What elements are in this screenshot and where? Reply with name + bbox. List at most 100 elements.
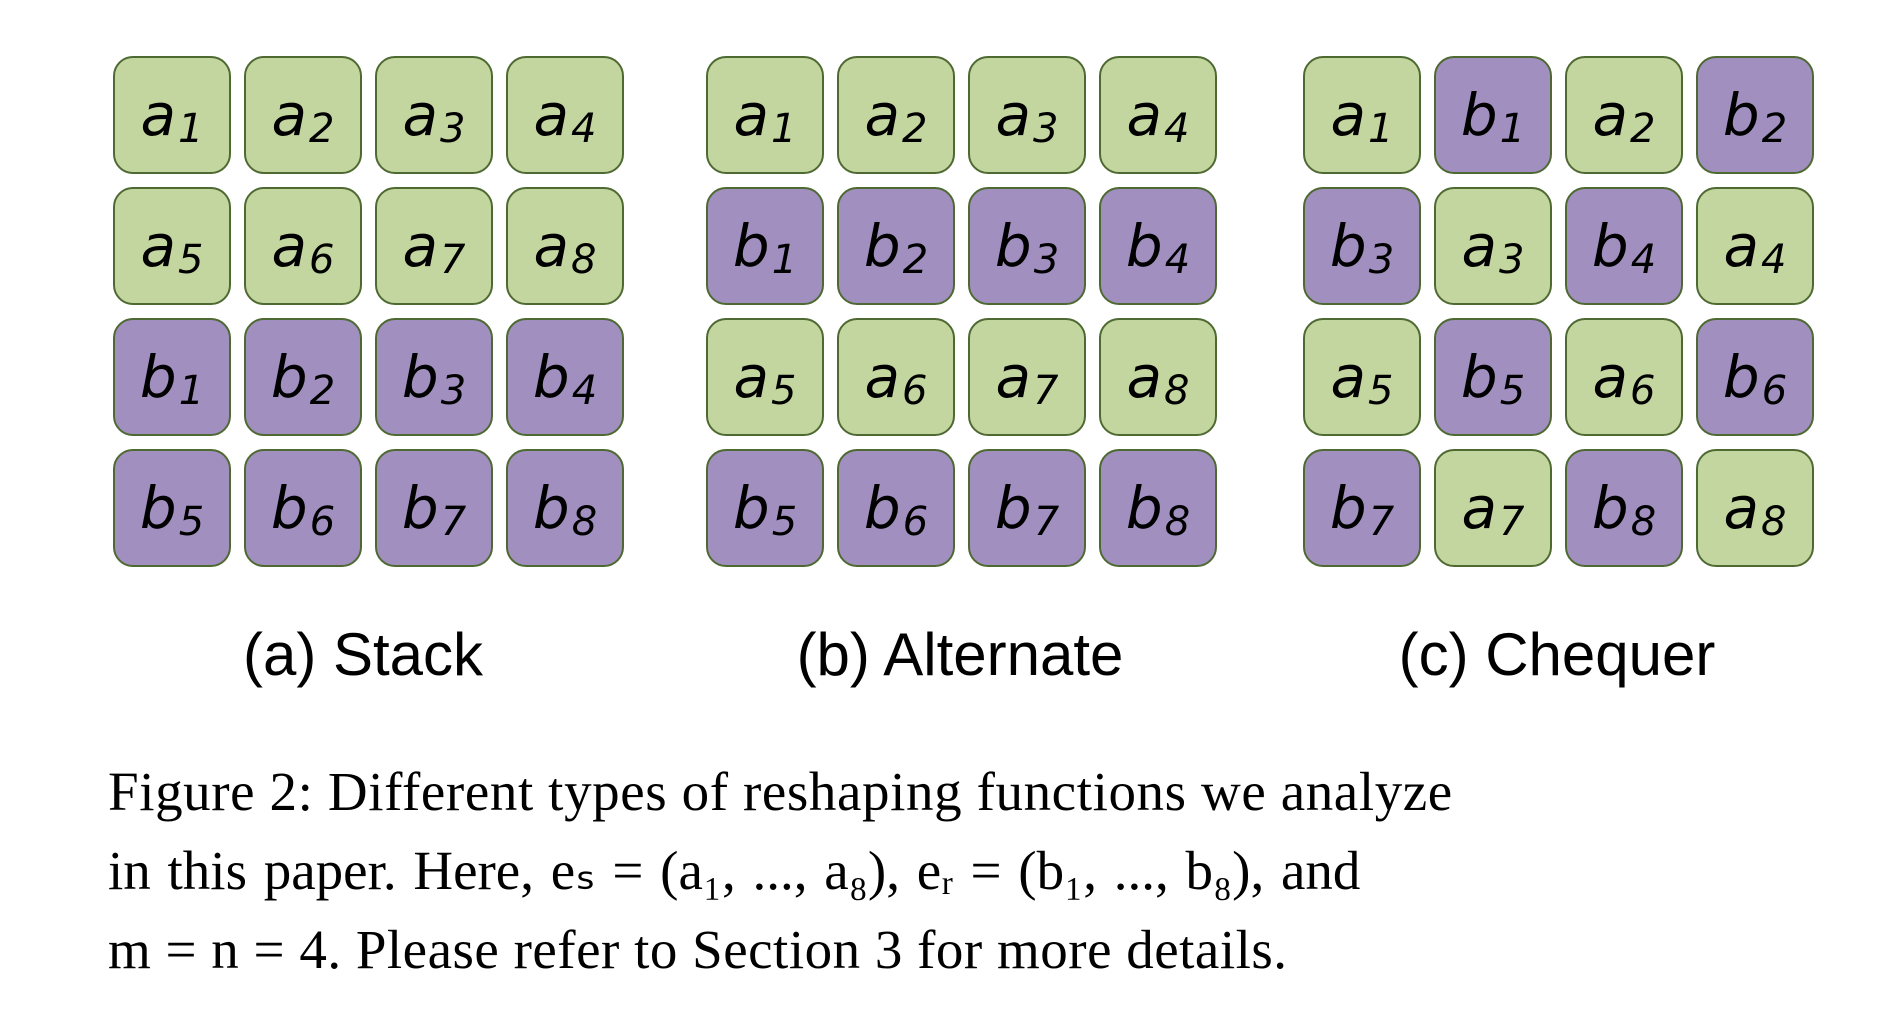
cell-letter: b bbox=[139, 474, 177, 542]
cell-subscript: 4 bbox=[571, 106, 597, 152]
cell-subscript: 6 bbox=[1630, 368, 1656, 414]
cell-letter: b bbox=[1329, 474, 1367, 542]
cell-subscript: 4 bbox=[1761, 237, 1787, 283]
cell-subscript: 8 bbox=[1761, 499, 1787, 545]
stack-label: (a) Stack bbox=[242, 621, 484, 688]
cell-subscript: 7 bbox=[440, 237, 466, 283]
cell-letter: a bbox=[533, 81, 570, 149]
cell-subscript: 4 bbox=[571, 368, 598, 414]
cell-subscript: 7 bbox=[1033, 368, 1059, 414]
cell-letter: b bbox=[1722, 343, 1760, 411]
cell-subscript: 1 bbox=[1368, 106, 1394, 152]
cell-subscript: 5 bbox=[1368, 368, 1394, 414]
cell-letter: b bbox=[863, 212, 901, 280]
cell-letter: b bbox=[401, 474, 439, 542]
cell-letter: a bbox=[402, 212, 439, 280]
caption-line-3: m = n = 4. Please refer to Section 3 for… bbox=[108, 919, 1288, 980]
cell-subscript: 4 bbox=[1630, 237, 1657, 283]
cell-letter: a bbox=[402, 81, 439, 149]
cell-letter: a bbox=[1461, 212, 1498, 280]
cell-subscript: 3 bbox=[1033, 106, 1059, 152]
cell-subscript: 6 bbox=[309, 499, 336, 545]
cell-letter: b bbox=[1125, 212, 1163, 280]
cell-subscript: 6 bbox=[902, 499, 929, 545]
cell-letter: a bbox=[271, 212, 308, 280]
cell-letter: a bbox=[1592, 343, 1629, 411]
cell-subscript: 1 bbox=[1499, 106, 1526, 152]
cell-subscript: 5 bbox=[178, 499, 205, 545]
cell-subscript: 1 bbox=[771, 237, 798, 283]
cell-letter: a bbox=[864, 81, 901, 149]
cell-letter: a bbox=[1126, 81, 1163, 149]
cell-letter: b bbox=[1460, 343, 1498, 411]
cell-subscript: 7 bbox=[1368, 499, 1395, 545]
cell-subscript: 6 bbox=[309, 237, 335, 283]
cell-subscript: 8 bbox=[1630, 499, 1657, 545]
cell-subscript: 1 bbox=[771, 106, 797, 152]
cell-letter: a bbox=[1723, 474, 1760, 542]
cell-letter: a bbox=[1126, 343, 1163, 411]
cell-letter: b bbox=[863, 474, 901, 542]
cell-letter: a bbox=[1723, 212, 1760, 280]
cell-letter: a bbox=[1592, 81, 1629, 149]
cell-subscript: 2 bbox=[309, 368, 336, 414]
cell-subscript: 3 bbox=[1499, 237, 1525, 283]
cell-subscript: 3 bbox=[1368, 237, 1395, 283]
cell-subscript: 6 bbox=[1761, 368, 1788, 414]
cell-letter: a bbox=[1330, 81, 1367, 149]
cell-letter: a bbox=[995, 343, 1032, 411]
cell-subscript: 8 bbox=[571, 237, 597, 283]
cell-letter: a bbox=[1330, 343, 1367, 411]
cell-subscript: 8 bbox=[571, 499, 598, 545]
cell-subscript: 7 bbox=[1033, 499, 1060, 545]
cell-letter: b bbox=[1722, 81, 1760, 149]
caption-line-2: in this paper. Here, eₛ = (a₁, ..., a₈),… bbox=[108, 840, 1361, 901]
cell-letter: b bbox=[994, 212, 1032, 280]
cell-letter: b bbox=[532, 474, 570, 542]
chequer-label: (c) Chequer bbox=[1398, 621, 1716, 688]
cell-subscript: 2 bbox=[309, 106, 335, 152]
cell-subscript: 4 bbox=[1164, 106, 1190, 152]
cell-letter: b bbox=[1591, 474, 1629, 542]
cell-letter: b bbox=[270, 343, 308, 411]
cell-subscript: 2 bbox=[902, 237, 929, 283]
cell-subscript: 5 bbox=[1499, 368, 1526, 414]
cell-subscript: 7 bbox=[1499, 499, 1525, 545]
cell-subscript: 6 bbox=[902, 368, 928, 414]
